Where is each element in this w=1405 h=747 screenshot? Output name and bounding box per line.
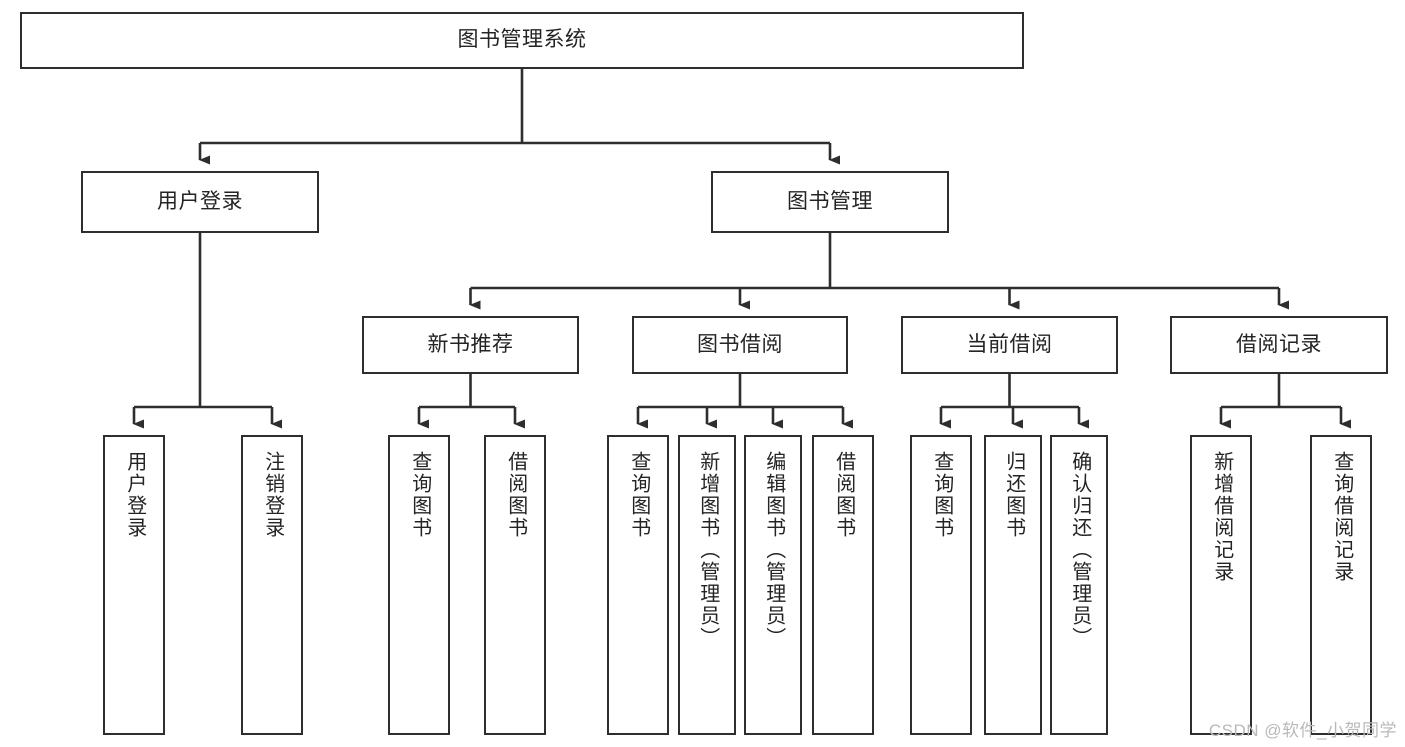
node-new-book-recommend[interactable]: 新书推荐 [362,316,579,374]
node-book-borrow-label: 图书借阅 [697,332,783,356]
node-root[interactable]: 图书管理系统 [20,12,1024,69]
node-leaf-user-logout[interactable]: 注销登录 [241,435,303,735]
node-leaf-confirm-return[interactable]: 确认归还（管理员） [1050,435,1108,735]
node-root-label: 图书管理系统 [457,28,587,52]
node-current-borrow-label: 当前借阅 [966,332,1053,356]
node-leaf-add-record[interactable]: 新增借阅记录 [1190,435,1252,735]
node-leaf-query-book-2[interactable]: 查询图书 [607,435,669,735]
node-leaf-add-book[interactable]: 新增图书（管理员） [678,435,736,735]
node-leaf-query-book-2-label: 查询图书 [627,451,650,539]
node-borrow-record-label: 借阅记录 [1236,332,1322,356]
node-user-login[interactable]: 用户登录 [81,171,319,233]
node-leaf-edit-book-label: 编辑图书（管理员） [762,451,785,649]
node-new-book-recommend-label: 新书推荐 [427,332,514,356]
node-leaf-borrow-book-1[interactable]: 借阅图书 [484,435,546,735]
node-leaf-confirm-return-label: 确认归还（管理员） [1068,451,1091,649]
node-leaf-user-logout-label: 注销登录 [261,451,284,539]
node-leaf-borrow-book-2-label: 借阅图书 [832,451,855,539]
node-borrow-record[interactable]: 借阅记录 [1170,316,1388,374]
node-leaf-return-book[interactable]: 归还图书 [984,435,1042,735]
node-leaf-borrow-book-2[interactable]: 借阅图书 [812,435,874,735]
node-leaf-return-book-label: 归还图书 [1002,451,1025,539]
node-leaf-query-book-1-label: 查询图书 [408,451,431,539]
node-leaf-edit-book[interactable]: 编辑图书（管理员） [744,435,802,735]
node-leaf-user-login-label: 用户登录 [123,451,146,539]
watermark: CSDN @软件_小贺同学 [1208,721,1397,740]
node-current-borrow[interactable]: 当前借阅 [901,316,1118,374]
node-leaf-add-record-label: 新增借阅记录 [1210,451,1233,583]
node-leaf-borrow-book-1-label: 借阅图书 [504,451,527,539]
node-book-manage[interactable]: 图书管理 [711,171,949,233]
node-leaf-query-book-1[interactable]: 查询图书 [388,435,450,735]
node-leaf-query-book-3-label: 查询图书 [930,451,953,539]
node-leaf-add-book-label: 新增图书（管理员） [696,451,719,649]
node-leaf-query-record[interactable]: 查询借阅记录 [1310,435,1372,735]
node-leaf-user-login[interactable]: 用户登录 [103,435,165,735]
node-user-login-label: 用户登录 [157,189,243,213]
node-book-manage-label: 图书管理 [787,189,873,213]
node-leaf-query-record-label: 查询借阅记录 [1330,451,1353,583]
node-leaf-query-book-3[interactable]: 查询图书 [910,435,972,735]
node-book-borrow[interactable]: 图书借阅 [632,316,848,374]
